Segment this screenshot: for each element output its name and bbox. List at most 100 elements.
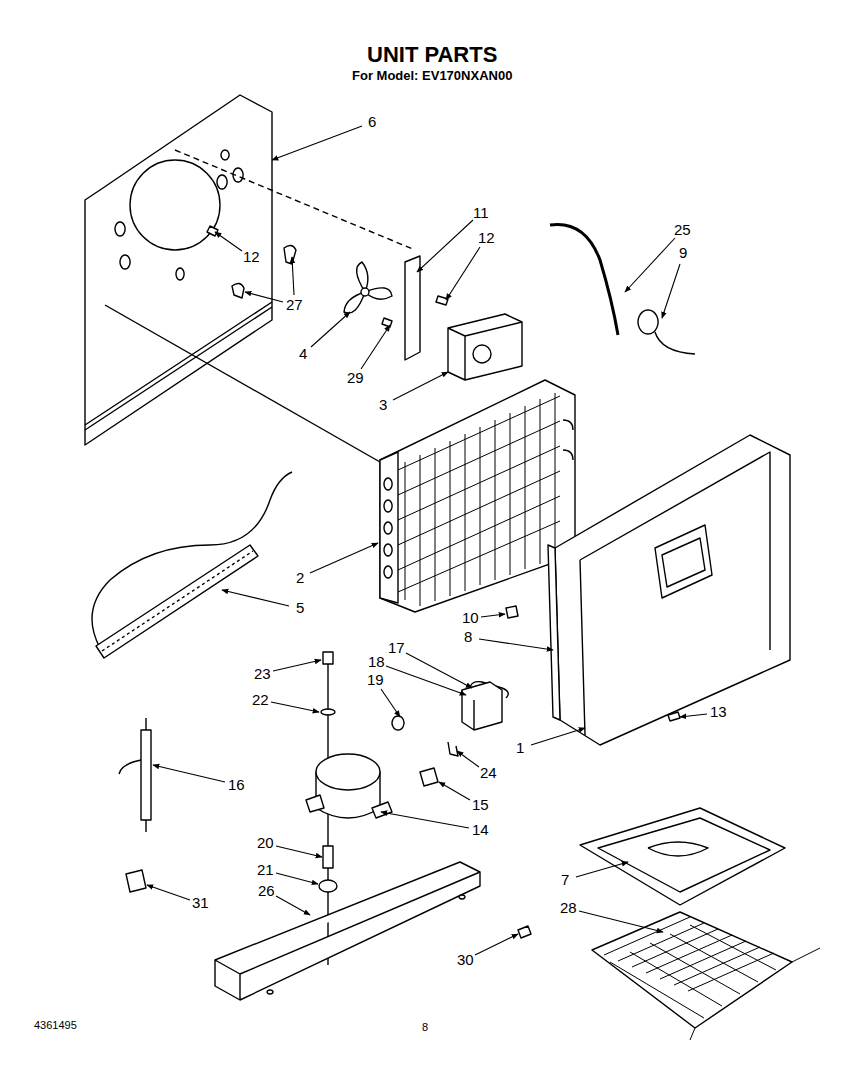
- panel-flange: [85, 302, 272, 430]
- grommet: [319, 880, 337, 892]
- fan-hub: [361, 288, 369, 296]
- terminal-block: [126, 870, 146, 892]
- leader-line: [271, 702, 319, 712]
- heater-tube: [96, 545, 258, 658]
- plate-holes: [267, 895, 465, 994]
- leader-line: [381, 689, 400, 717]
- leader-line: [662, 264, 680, 318]
- leader-line: [147, 885, 190, 900]
- leader-line: [393, 372, 448, 400]
- leader-line: [276, 896, 310, 915]
- callout-number: 29: [347, 370, 364, 387]
- screw: [207, 226, 218, 236]
- callout-number: 18: [368, 654, 385, 671]
- leader-line: [479, 639, 553, 650]
- leader-line: [153, 765, 225, 782]
- leader-line: [680, 714, 707, 717]
- grommet-cap: [392, 716, 404, 730]
- callout-number: 8: [464, 629, 472, 646]
- leader-line: [361, 325, 390, 369]
- callout-number: 25: [674, 222, 691, 239]
- callout-number: 22: [252, 692, 269, 709]
- screw: [518, 926, 531, 938]
- leader-line: [579, 911, 663, 932]
- callout-number: 24: [480, 765, 497, 782]
- drain-pan: [580, 808, 785, 905]
- clip: [284, 245, 296, 264]
- leader-line: [531, 728, 585, 745]
- document-number: 4361495: [34, 1019, 77, 1031]
- leader-line: [406, 653, 472, 688]
- clip: [232, 283, 244, 298]
- leader-line: [417, 220, 473, 272]
- leader-line: [215, 232, 242, 251]
- callout-number: 10: [462, 610, 479, 627]
- mounting-dashes: [105, 305, 380, 462]
- condenser-end-plate: [380, 452, 398, 603]
- model-line: For Model: EV170NXAN00: [352, 69, 512, 83]
- callout-number: 3: [379, 397, 387, 414]
- relay: [462, 682, 502, 730]
- leader-line: [272, 126, 362, 160]
- drier: [141, 730, 151, 820]
- callout-number: 12: [243, 249, 260, 266]
- callout-number: 27: [286, 297, 303, 314]
- page-number: 8: [422, 1021, 428, 1033]
- screw: [436, 296, 448, 305]
- fan-motor: [448, 314, 522, 380]
- callout-number: 19: [367, 672, 384, 689]
- drain-coil-wires: [604, 917, 820, 1040]
- cover-flange: [580, 452, 770, 735]
- fan-blade: [344, 262, 392, 313]
- callout-number: 23: [254, 666, 271, 683]
- leader-line: [310, 543, 378, 573]
- callout-number: 28: [560, 900, 577, 917]
- leader-line: [576, 862, 628, 877]
- leader-line: [273, 660, 321, 671]
- leader-line: [311, 312, 350, 347]
- cover-window: [655, 525, 712, 598]
- callout-number: 26: [258, 883, 275, 900]
- page-title: UNIT PARTS: [367, 43, 497, 67]
- callout-number: 15: [472, 797, 489, 814]
- compressor-foot: [306, 795, 392, 818]
- leader-line: [386, 666, 466, 695]
- callout-number: 21: [257, 862, 274, 879]
- screw: [382, 318, 392, 327]
- cover-strip: [548, 545, 560, 720]
- back-panel: [85, 95, 272, 445]
- heater-element: [102, 551, 253, 651]
- clip: [448, 742, 458, 756]
- callout-number: 2: [296, 570, 304, 587]
- sleeve: [323, 846, 333, 868]
- leader-line: [481, 614, 505, 617]
- callout-number: 1: [516, 740, 524, 757]
- cover-panel: [555, 435, 790, 745]
- callout-number: 11: [473, 205, 489, 222]
- leader-line: [457, 751, 479, 767]
- condenser: [380, 380, 575, 612]
- overload: [420, 768, 438, 786]
- washer: [321, 709, 335, 715]
- callout-number: 14: [472, 822, 489, 839]
- motor-shaft-boss: [473, 345, 491, 363]
- mounting-dashes: [175, 150, 415, 250]
- thermostat-wire: [655, 332, 695, 354]
- callout-number: 5: [296, 600, 304, 617]
- leader-line: [276, 846, 322, 857]
- capillary-tube: [550, 224, 618, 335]
- callout-number: 30: [457, 952, 474, 969]
- bolt: [323, 652, 333, 664]
- leader-line: [446, 247, 480, 300]
- thermostat: [638, 310, 658, 334]
- callout-number: 9: [679, 245, 687, 262]
- drier-tubes: [119, 718, 146, 832]
- panel-holes: [115, 150, 243, 280]
- drain-pan-inner: [598, 818, 770, 892]
- callout-number: 7: [561, 872, 569, 889]
- callout-number: 6: [368, 114, 376, 131]
- clip: [506, 606, 518, 618]
